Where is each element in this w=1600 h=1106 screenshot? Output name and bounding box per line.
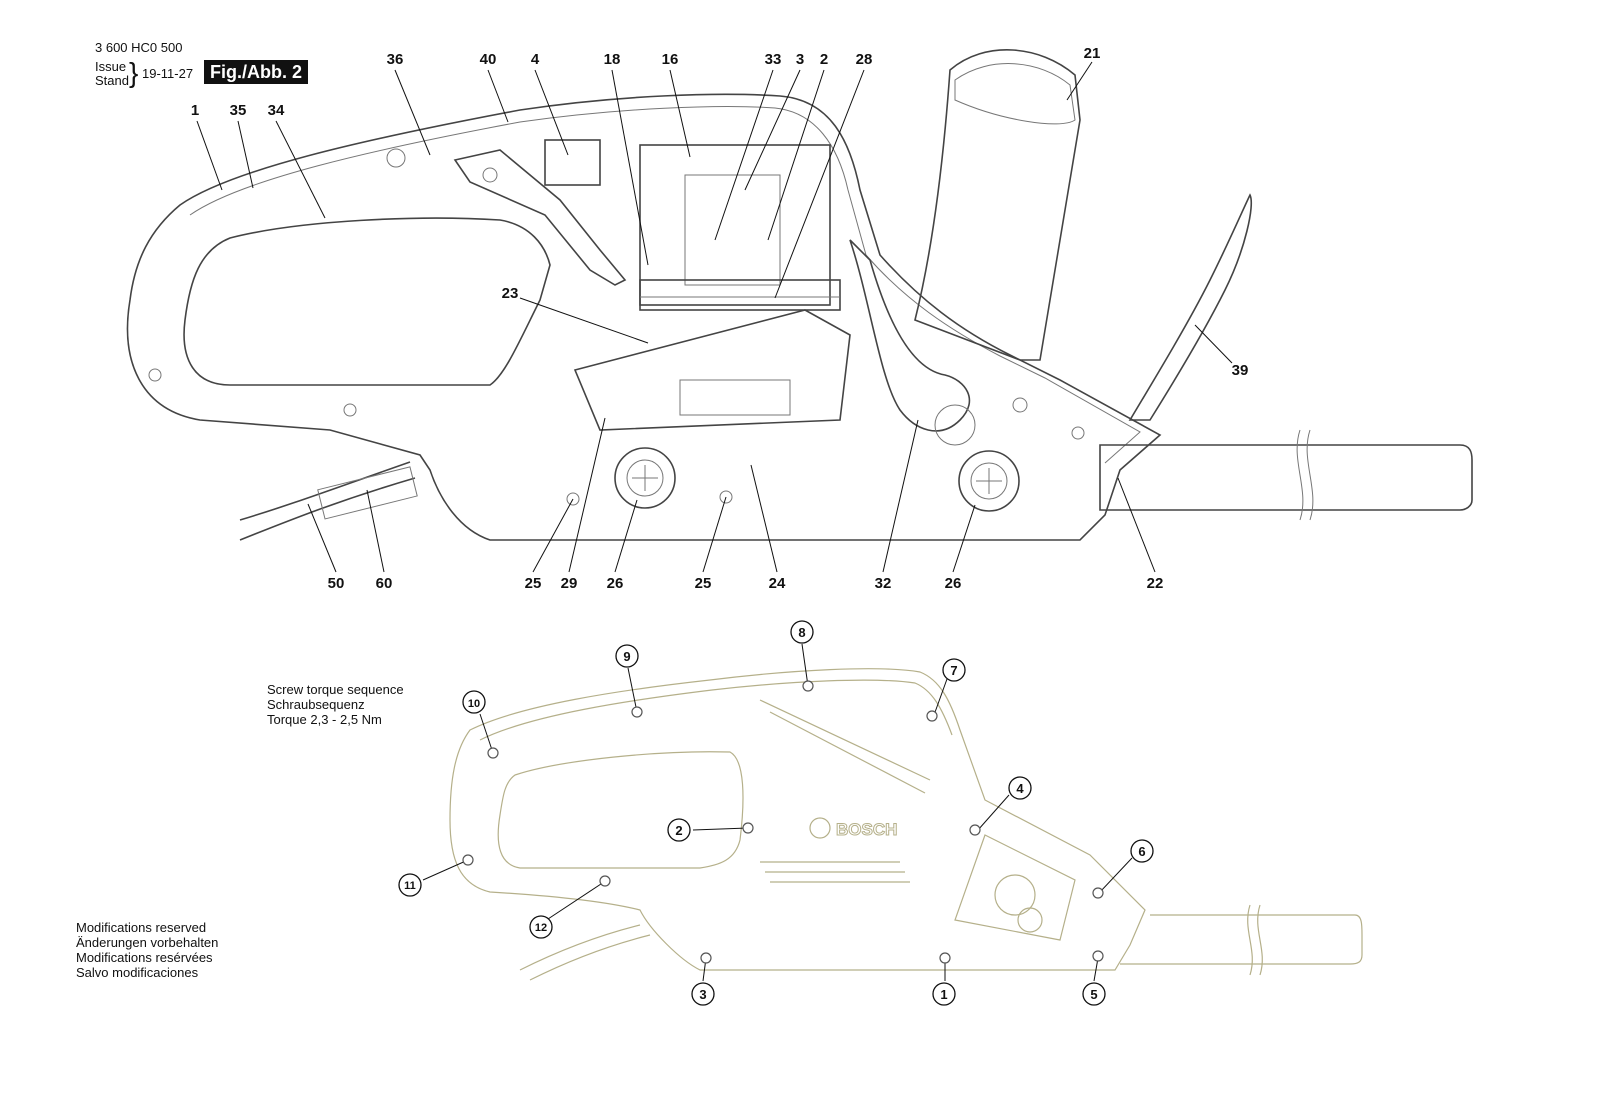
top-leader-lines: [196, 61, 1233, 573]
callout-25b: 25: [695, 575, 712, 592]
bosch-logo: BOSCH: [836, 820, 897, 839]
callout-28: 28: [856, 51, 873, 68]
modifications-note-es: Salvo modificaciones: [76, 965, 199, 980]
screw-6-label: 6: [1138, 844, 1145, 859]
callout-35: 35: [230, 102, 247, 119]
top-part-numbers: 36 40 4 18 16 33 3 2 28 21 1 35 34 23 39…: [191, 45, 1249, 592]
issue-date: 19-11-27: [142, 66, 194, 81]
callout-60: 60: [376, 575, 393, 592]
torque-note-en: Screw torque sequence: [267, 682, 404, 697]
screw-4-bubble: 4: [1008, 776, 1032, 800]
screw-1-bubble: 1: [932, 982, 956, 1006]
stand-label: Stand: [95, 73, 129, 88]
modifications-note-fr: Modifications resérvées: [76, 950, 213, 965]
callout-2: 2: [820, 51, 828, 68]
closed-housing-drawing: BOSCH: [449, 668, 1363, 981]
torque-note-value: Torque 2,3 - 2,5 Nm: [267, 712, 382, 727]
screw-11-label: 11: [404, 880, 416, 892]
callout-24: 24: [769, 575, 786, 592]
callout-25a: 25: [525, 575, 542, 592]
callout-29: 29: [561, 575, 578, 592]
screw-12-label: 12: [535, 922, 547, 934]
callout-34: 34: [268, 102, 285, 119]
callout-4: 4: [531, 51, 540, 68]
housing-half-drawing: [126, 49, 1473, 541]
callout-36: 36: [387, 51, 404, 68]
callout-26a: 26: [607, 575, 624, 592]
callout-39: 39: [1232, 362, 1249, 379]
callout-33: 33: [765, 51, 782, 68]
callout-22: 22: [1147, 575, 1164, 592]
issue-brace-icon: }: [129, 57, 139, 88]
screw-10-label: 10: [468, 698, 480, 710]
callout-21: 21: [1084, 45, 1101, 62]
callout-40: 40: [480, 51, 497, 68]
screw-7-bubble: 7: [942, 658, 966, 682]
torque-note-de: Schraubsequenz: [267, 697, 365, 712]
screw-sequence-numbers: 1 2 3 4 5 6 7 8 9 10 11 12: [398, 620, 1154, 1006]
screw-3-bubble: 3: [691, 982, 715, 1006]
screw-3-label: 3: [699, 987, 706, 1002]
callout-1: 1: [191, 102, 199, 119]
callout-16: 16: [662, 51, 679, 68]
screw-8-bubble: 8: [790, 620, 814, 644]
screw-10-bubble: 10: [462, 690, 486, 714]
callout-3: 3: [796, 51, 804, 68]
part-number: 3 600 HC0 500: [95, 40, 183, 55]
screw-2-label: 2: [675, 823, 682, 838]
screw-9-bubble: 9: [615, 644, 639, 668]
screw-6-bubble: 6: [1130, 839, 1154, 863]
figure-label: Fig./Abb. 2: [204, 60, 308, 84]
callout-26b: 26: [945, 575, 962, 592]
screw-12-bubble: 12: [529, 915, 553, 939]
screw-5-bubble: 5: [1082, 982, 1106, 1006]
screw-8-label: 8: [798, 625, 805, 640]
screw-2-bubble: 2: [667, 818, 691, 842]
screw-5-label: 5: [1090, 987, 1097, 1002]
callout-50: 50: [328, 575, 345, 592]
modifications-note-de: Änderungen vorbehalten: [76, 935, 219, 950]
screw-1-label: 1: [940, 987, 947, 1002]
callout-18: 18: [604, 51, 621, 68]
callout-23: 23: [502, 285, 519, 302]
issue-label: Issue: [95, 59, 127, 74]
callout-32: 32: [875, 575, 892, 592]
screw-positions: [422, 643, 1133, 982]
screw-9-label: 9: [623, 649, 630, 664]
modifications-note-en: Modifications reserved: [76, 920, 207, 935]
screw-11-bubble: 11: [398, 873, 422, 897]
screw-4-label: 4: [1016, 781, 1024, 796]
screw-7-label: 7: [950, 663, 957, 678]
